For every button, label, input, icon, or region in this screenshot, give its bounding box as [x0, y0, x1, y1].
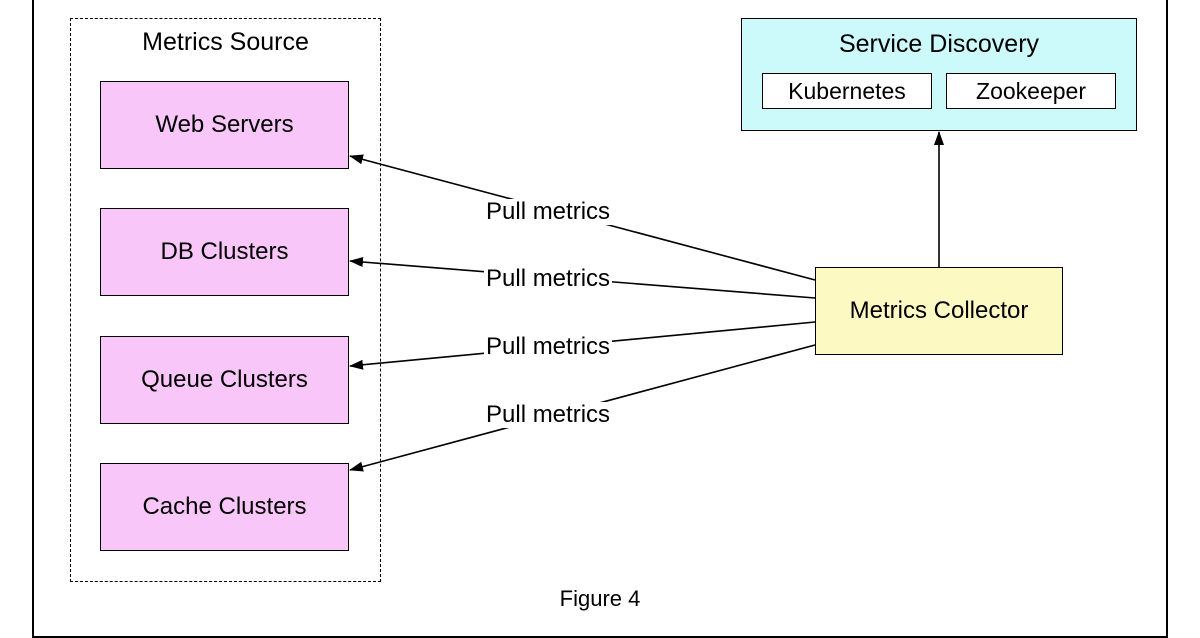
db-clusters-node: DB Clusters — [100, 208, 349, 296]
metrics-source-group — [70, 18, 381, 582]
zookeeper-node: Zookeeper — [946, 73, 1116, 109]
web-servers-node: Web Servers — [100, 81, 349, 169]
metrics-collector-node: Metrics Collector — [815, 267, 1063, 355]
edge-label-web-servers: Pull metrics — [484, 198, 613, 225]
kubernetes-node: Kubernetes — [762, 73, 932, 109]
metrics-source-title: Metrics Source — [142, 28, 309, 56]
cache-clusters-node: Cache Clusters — [100, 463, 349, 551]
service-discovery-title: Service Discovery — [838, 30, 1040, 58]
edge-label-db-clusters: Pull metrics — [484, 265, 613, 292]
queue-clusters-node: Queue Clusters — [100, 336, 349, 424]
edge-label-cache-clusters: Pull metrics — [484, 401, 613, 428]
edge-label-queue-clusters: Pull metrics — [484, 333, 613, 360]
figure-caption: Figure 4 — [559, 586, 641, 611]
